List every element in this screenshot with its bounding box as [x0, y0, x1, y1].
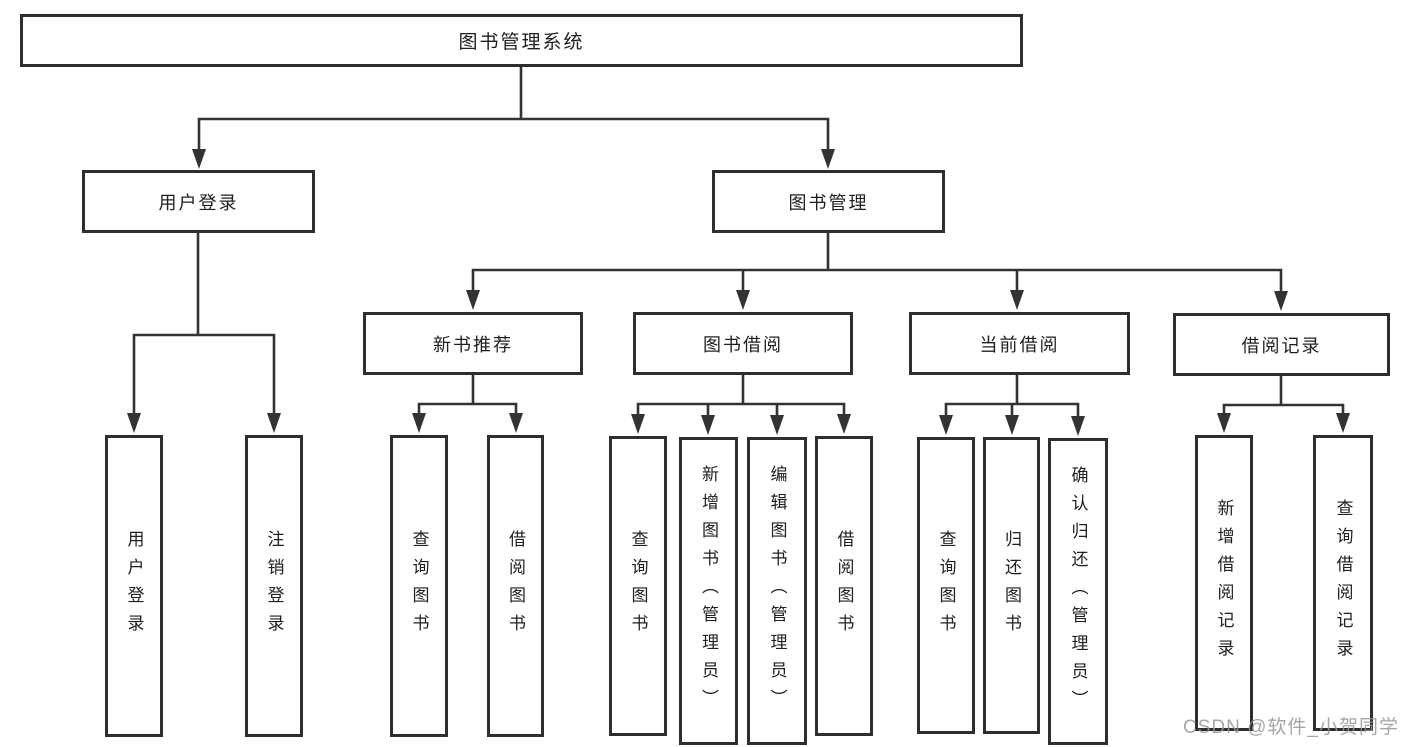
arrowhead-icon [1336, 413, 1350, 433]
arrowhead-icon [127, 413, 141, 433]
arrowhead-icon [837, 414, 851, 434]
arrowhead-icon [412, 413, 426, 433]
node-add-books-admin: 新增图书（管理员） [679, 437, 738, 745]
node-query-books-current: 查询图书 [917, 437, 975, 734]
arrowhead-icon [466, 290, 480, 310]
node-borrow-books-recommend: 借阅图书 [487, 435, 544, 737]
node-label: 图书管理系统 [458, 32, 585, 53]
node-query-books-borrow: 查询图书 [609, 436, 667, 736]
node-return-books: 归还图书 [983, 437, 1040, 734]
node-label: 图书借阅 [703, 334, 783, 355]
node-add-borrow-record: 新增借阅记录 [1195, 435, 1253, 731]
edge-user-login [127, 231, 281, 433]
node-label: 确认归还（管理员） [1068, 465, 1088, 718]
arrowhead-icon [701, 415, 715, 435]
arrowhead-icon [192, 149, 206, 169]
arrowhead-icon [267, 413, 281, 433]
node-query-books-recommend: 查询图书 [390, 435, 448, 737]
node-borrow-books-borrow: 借阅图书 [815, 436, 873, 736]
edge-root [192, 65, 835, 169]
arrowhead-icon [631, 414, 645, 434]
node-label: 查询图书 [628, 530, 648, 642]
edge-new-book-recommend [412, 373, 523, 433]
arrowhead-icon [1010, 290, 1024, 310]
node-label: 用户登录 [158, 192, 239, 213]
node-logout-leaf: 注销登录 [245, 435, 303, 737]
arrowhead-icon [509, 413, 523, 433]
node-query-borrow-record: 查询借阅记录 [1313, 435, 1373, 731]
node-label: 查询借阅记录 [1333, 499, 1353, 667]
node-label: 新增借阅记录 [1214, 499, 1234, 667]
node-label: 查询图书 [936, 529, 956, 642]
node-confirm-return-admin: 确认归还（管理员） [1048, 438, 1108, 745]
node-edit-books-admin: 编辑图书（管理员） [747, 437, 807, 745]
node-label: 用户登录 [124, 530, 144, 642]
node-label: 当前借阅 [979, 334, 1060, 355]
node-label: 借阅图书 [834, 530, 854, 642]
node-new-book-recommend: 新书推荐 [363, 312, 583, 375]
node-label: 图书管理 [788, 192, 869, 213]
edge-book-borrow [631, 373, 851, 435]
node-label: 借阅记录 [1241, 335, 1322, 356]
node-current-borrow: 当前借阅 [909, 312, 1130, 375]
arrowhead-icon [821, 149, 835, 169]
arrowhead-icon [1071, 416, 1085, 436]
arrowhead-icon [1217, 413, 1231, 433]
edge-borrow-records [1217, 374, 1350, 433]
node-book-management: 图书管理 [712, 170, 945, 233]
arrowhead-icon [736, 290, 750, 310]
node-user-login-leaf: 用户登录 [105, 435, 163, 737]
edge-current-borrow [939, 373, 1085, 436]
node-label: 归还图书 [1002, 529, 1021, 642]
node-label: 编辑图书（管理员） [767, 465, 787, 717]
node-label: 新书推荐 [433, 334, 513, 355]
arrowhead-icon [939, 415, 953, 435]
node-label: 新增图书（管理员） [699, 465, 718, 717]
watermark: CSDN @软件_小贺同学 [1183, 717, 1399, 738]
node-borrow-records: 借阅记录 [1173, 313, 1390, 376]
node-book-borrow: 图书借阅 [633, 312, 853, 375]
node-root: 图书管理系统 [20, 14, 1023, 67]
node-user-login: 用户登录 [82, 170, 315, 233]
arrowhead-icon [1005, 415, 1019, 435]
arrowhead-icon [1274, 291, 1288, 311]
node-label: 查询图书 [409, 530, 429, 642]
node-label: 注销登录 [264, 530, 284, 642]
node-label: 借阅图书 [506, 530, 525, 642]
edge-book-management [466, 231, 1288, 311]
arrowhead-icon [770, 415, 784, 435]
